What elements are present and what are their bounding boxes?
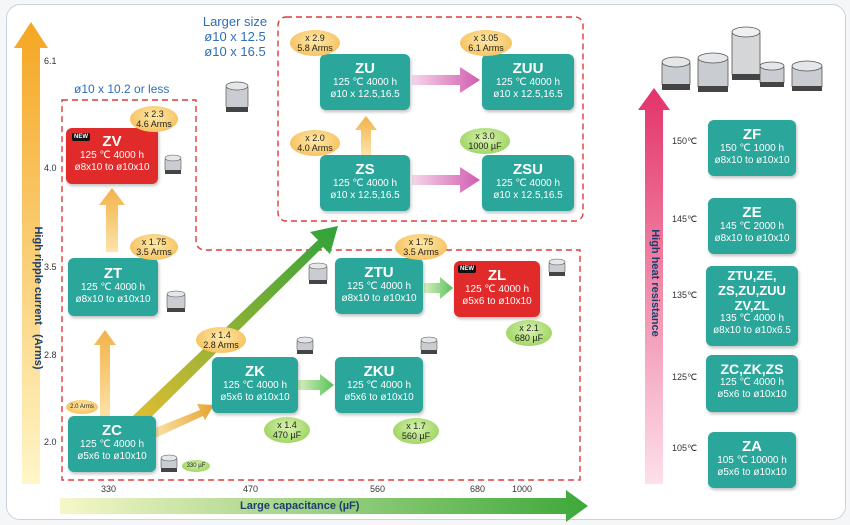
y-tick: 2.0 [44,437,57,447]
x-tick: 330 [101,484,117,494]
badge-zc-cap: 330 µF [182,460,210,472]
new-tag-zv: NEW [72,133,90,141]
zs-zsu-arrow [412,167,480,193]
new-tag-zl: NEW [458,265,476,273]
large-size-label: Larger size ø10 x 12.5 ø10 x 16.5 [202,14,268,59]
y-axis-arrow [14,22,48,484]
badge-zc-ripple: 2.0 Arms [66,400,98,414]
zc-zk-arrow [150,404,214,438]
x-tick: 560 [370,484,386,494]
capacitor-icon [164,154,182,174]
capacitor-icon [420,336,438,354]
ztu-zl-arrow [424,277,453,299]
heat-axis-arrow [638,88,670,484]
x-tick: 470 [243,484,259,494]
capacitor-icon [166,290,186,312]
capacitor-product-images [661,26,823,92]
large-size-group [277,16,584,222]
y-tick: 3.5 [44,262,57,272]
capacitor-icon [548,258,566,276]
heat-tick: 105℃ [672,443,698,453]
x-axis-arrow [60,490,588,522]
heat-tick: 125℃ [672,372,698,382]
heat-tick: 145℃ [672,214,698,224]
heat-tick: 150℃ [672,136,698,146]
capacitor-icon [308,262,328,284]
x-tick: 680 [470,484,486,494]
zk-zku-arrow [298,374,334,396]
y-tick: 4.0 [44,163,57,173]
zu-zuu-arrow [412,67,480,93]
y-axis-title: High ripple current (Arms) [32,226,44,370]
heat-axis-title: High heat resistance [649,229,661,337]
zt-zv-arrow [99,188,125,252]
heat-tick: 135℃ [672,290,698,300]
capacitor-icon [296,336,314,354]
capacitor-icon [160,454,178,472]
small-size-label: ø10 x 10.2 or less [74,82,170,96]
x-tick: 1000 [512,484,533,494]
zc-zt-arrow [94,330,116,420]
small-size-group [61,99,581,481]
y-tick: 2.8 [44,350,57,360]
capacitor-icon-large [225,81,249,112]
zs-zu-arrow [355,116,377,155]
x-axis-title: Large capacitance (µF) [240,500,360,512]
y-tick: 6.1 [44,56,57,66]
